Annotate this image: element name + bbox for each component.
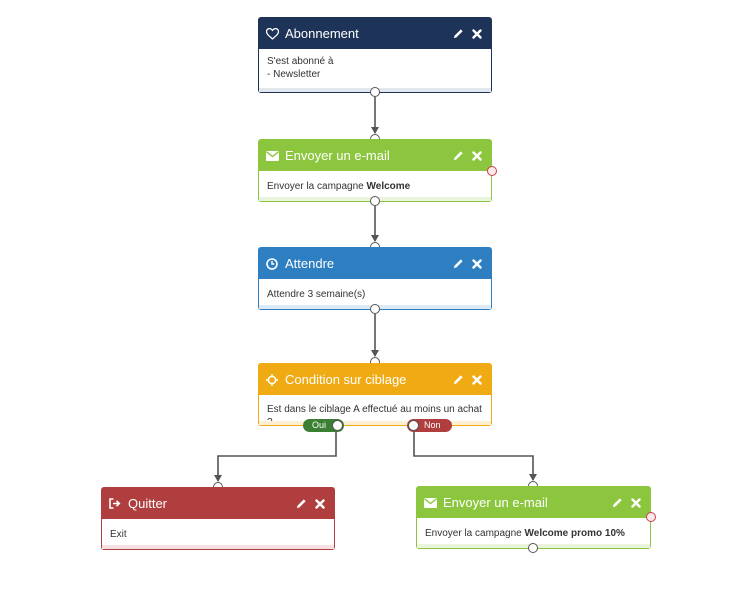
no-branch-port[interactable] xyxy=(408,420,419,431)
connector-oui-exit xyxy=(214,431,337,482)
clock-icon xyxy=(265,257,279,271)
email2-error-port[interactable] xyxy=(646,512,656,522)
email1-header: Envoyer un e-mail xyxy=(259,140,491,171)
envelope-icon xyxy=(265,149,279,163)
subscription-output-port[interactable] xyxy=(370,87,380,97)
exit-title: Quitter xyxy=(128,496,168,511)
connector-non-email xyxy=(413,431,537,481)
subscription-body: S'est abonné à - Newsletter xyxy=(259,49,491,87)
pencil-icon[interactable] xyxy=(294,497,308,511)
email1-output-port[interactable] xyxy=(370,196,380,206)
close-icon[interactable] xyxy=(470,27,484,41)
close-icon[interactable] xyxy=(470,149,484,163)
email1-title: Envoyer un e-mail xyxy=(285,148,390,163)
heart-outline-icon xyxy=(265,27,279,41)
condition-header: Condition sur ciblage xyxy=(259,364,491,395)
wait-node[interactable]: Attendre Attendre 3 semaine(s) xyxy=(258,247,492,310)
exit-strip xyxy=(102,545,334,549)
condition-body: Est dans le ciblage A effectué au moins … xyxy=(259,395,491,435)
pencil-icon[interactable] xyxy=(451,27,465,41)
yes-branch-label: Oui xyxy=(312,420,327,430)
wait-header: Attendre xyxy=(259,248,491,279)
email1-body: Envoyer la campagne Welcome xyxy=(259,171,491,199)
email1-campaign: Welcome xyxy=(366,181,411,192)
wait-body: Attendre 3 semaine(s) xyxy=(259,279,491,307)
yes-branch-port[interactable] xyxy=(332,420,343,431)
envelope-icon xyxy=(423,496,437,510)
pencil-icon[interactable] xyxy=(451,149,465,163)
yes-branch-toggle[interactable]: Oui xyxy=(303,419,344,432)
close-icon[interactable] xyxy=(629,496,643,510)
close-icon[interactable] xyxy=(470,257,484,271)
no-branch-toggle[interactable]: Non xyxy=(407,419,452,432)
pencil-icon[interactable] xyxy=(451,373,465,387)
subscription-header: Abonnement xyxy=(259,18,491,49)
email2-campaign: Welcome promo 10% xyxy=(524,528,625,539)
no-branch-label: Non xyxy=(424,420,441,430)
subscription-title: Abonnement xyxy=(285,26,359,41)
email2-node[interactable]: Envoyer un e-mail Envoyer la campagne We… xyxy=(416,486,651,549)
pencil-icon[interactable] xyxy=(610,496,624,510)
email2-body: Envoyer la campagne Welcome promo 10% xyxy=(417,518,650,546)
wait-output-port[interactable] xyxy=(370,304,380,314)
email2-text: Envoyer la campagne xyxy=(425,528,525,539)
subscription-text-line2: - Newsletter xyxy=(267,69,321,80)
exit-node[interactable]: Quitter Exit xyxy=(101,487,335,550)
sign-out-icon xyxy=(108,497,122,511)
exit-text: Exit xyxy=(110,529,127,540)
condition-title: Condition sur ciblage xyxy=(285,372,407,387)
wait-title: Attendre xyxy=(285,256,335,271)
email2-output-port[interactable] xyxy=(528,543,538,553)
condition-strip xyxy=(259,421,491,425)
email2-header: Envoyer un e-mail xyxy=(417,487,650,518)
pencil-icon[interactable] xyxy=(451,257,465,271)
email1-node[interactable]: Envoyer un e-mail Envoyer la campagne We… xyxy=(258,139,492,202)
close-icon[interactable] xyxy=(470,373,484,387)
email1-error-port[interactable] xyxy=(487,166,497,176)
subscription-node[interactable]: Abonnement S'est abonné à - Newsletter xyxy=(258,17,492,93)
condition-node[interactable]: Condition sur ciblage Est dans le ciblag… xyxy=(258,363,492,428)
email1-text: Envoyer la campagne xyxy=(267,181,367,192)
crosshair-icon xyxy=(265,373,279,387)
subscription-text-line1: S'est abonné à xyxy=(267,56,334,67)
exit-header: Quitter xyxy=(102,488,334,519)
exit-body: Exit xyxy=(102,519,334,547)
close-icon[interactable] xyxy=(313,497,327,511)
wait-text: Attendre 3 semaine(s) xyxy=(267,289,366,300)
email2-title: Envoyer un e-mail xyxy=(443,495,548,510)
